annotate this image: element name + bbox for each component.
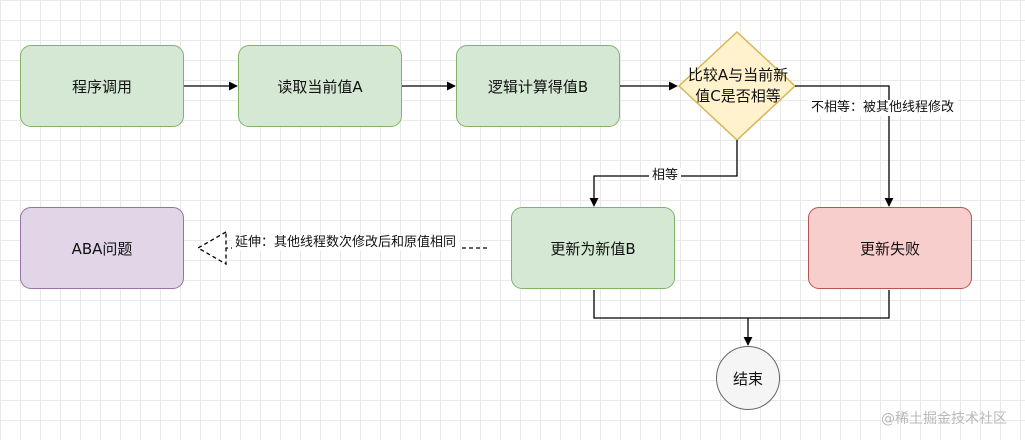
node-aba-problem-label: ABA问题 (71, 239, 133, 258)
node-compute-value-label: 逻辑计算得值B (487, 77, 589, 96)
node-read-value-label: 读取当前值A (277, 77, 363, 96)
edge-update-to-end (593, 290, 748, 319)
edge-label-not-equal: 不相等：被其他线程修改 (808, 100, 958, 116)
edge-label-extension: 延伸：其他线程数次修改后和原值相同 (232, 235, 460, 251)
node-update-value-label: 更新为新值B (550, 239, 636, 258)
node-program-call-label: 程序调用 (71, 77, 132, 96)
watermark-text: @稀土掘金技术社区 (881, 411, 1007, 427)
node-read-value[interactable]: 读取当前值A (238, 45, 402, 127)
edge-label-equal: 相等 (649, 168, 682, 184)
node-update-failed-label: 更新失败 (859, 239, 920, 258)
node-update-value[interactable]: 更新为新值B (511, 207, 675, 289)
edge-fail-to-end (748, 290, 890, 319)
node-compute-value[interactable]: 逻辑计算得值B (456, 45, 620, 127)
node-aba-problem[interactable]: ABA问题 (20, 207, 184, 289)
edge-compare-to-fail (795, 85, 894, 207)
node-end-label: 结束 (732, 369, 763, 388)
decision-label-line2: 值C是否相等 (695, 87, 781, 105)
open-arrow-head (196, 230, 227, 266)
node-update-failed[interactable]: 更新失败 (808, 207, 972, 289)
node-end[interactable]: 结束 (716, 346, 780, 410)
node-program-call[interactable]: 程序调用 (20, 45, 184, 127)
decision-label-line1: 比较A与当前新 (687, 66, 789, 84)
decision-label: 比较A与当前新 值C是否相等 (672, 64, 804, 108)
